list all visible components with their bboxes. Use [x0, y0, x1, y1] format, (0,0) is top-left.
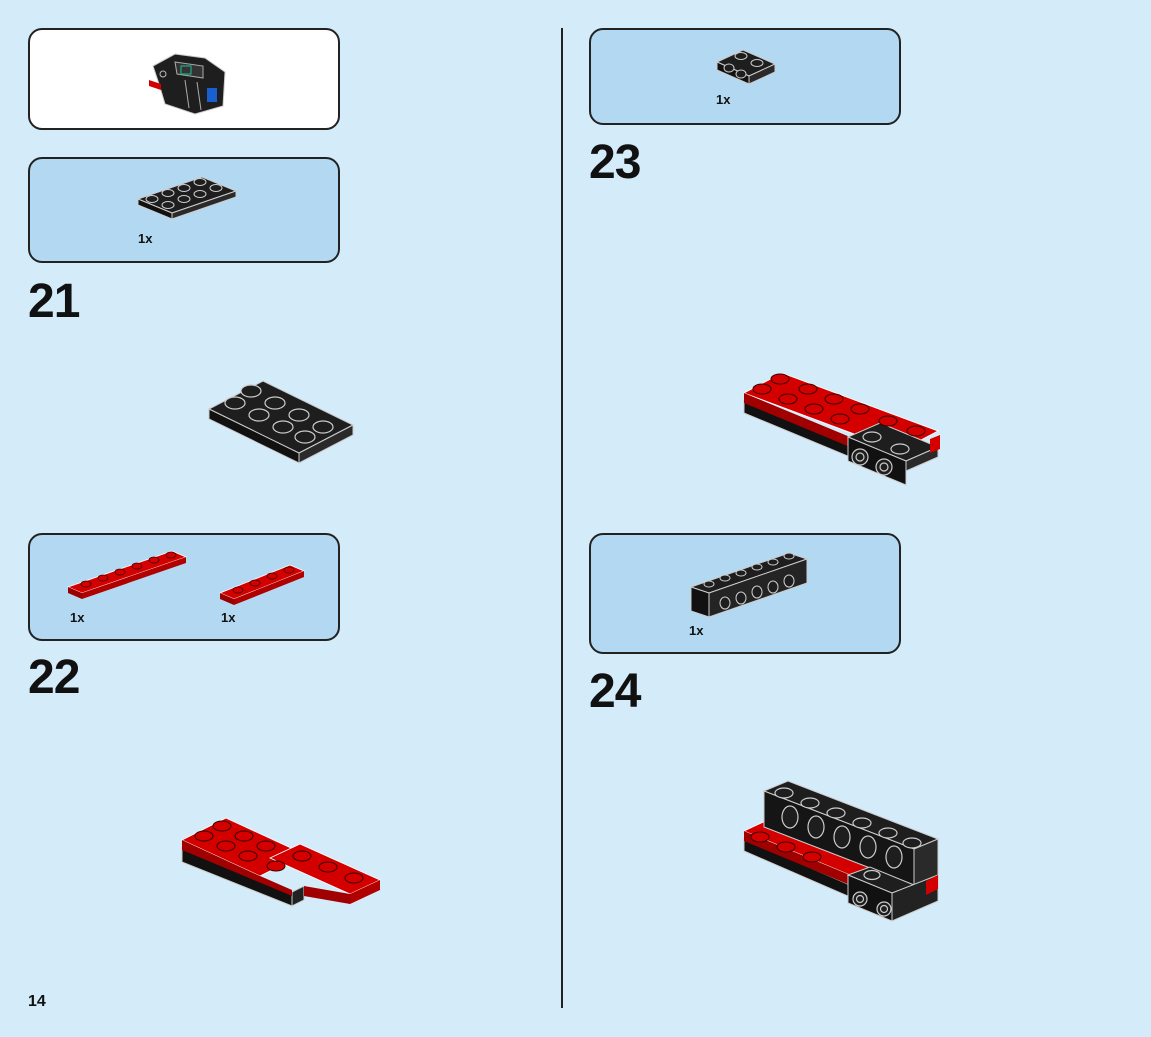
black-bracket-icon	[715, 49, 777, 85]
step-number: 23	[589, 136, 641, 189]
parts-callout-step-23: 1x	[589, 28, 901, 125]
parts-callout-step-24: 1x	[589, 533, 901, 654]
column-divider	[561, 28, 563, 1008]
submodel-assembly-icon	[149, 53, 226, 115]
black-plate-2x4-icon	[136, 176, 238, 220]
step-23-build-illustration	[743, 372, 940, 486]
parts-callout-step-22: 1x 1x	[28, 533, 340, 641]
part-quantity: 1x	[221, 610, 236, 625]
step-21-build-illustration	[207, 380, 355, 464]
step-number: 21	[28, 275, 80, 328]
step-number: 24	[589, 665, 641, 718]
red-plate-1x4-icon	[218, 564, 306, 605]
part-quantity: 1x	[716, 92, 731, 107]
step-24-build-illustration	[743, 780, 940, 922]
submodel-callout	[28, 28, 340, 130]
page-number: 14	[28, 993, 46, 1010]
part-quantity: 1x	[138, 231, 153, 246]
parts-callout-step-21: 1x	[28, 157, 340, 263]
step-number: 22	[28, 651, 80, 704]
black-technic-brick-1x6-icon	[689, 552, 809, 618]
part-quantity: 1x	[689, 623, 704, 638]
step-22-build-illustration	[181, 817, 381, 907]
red-plate-1x6-icon	[66, 550, 188, 599]
part-quantity: 1x	[70, 610, 85, 625]
